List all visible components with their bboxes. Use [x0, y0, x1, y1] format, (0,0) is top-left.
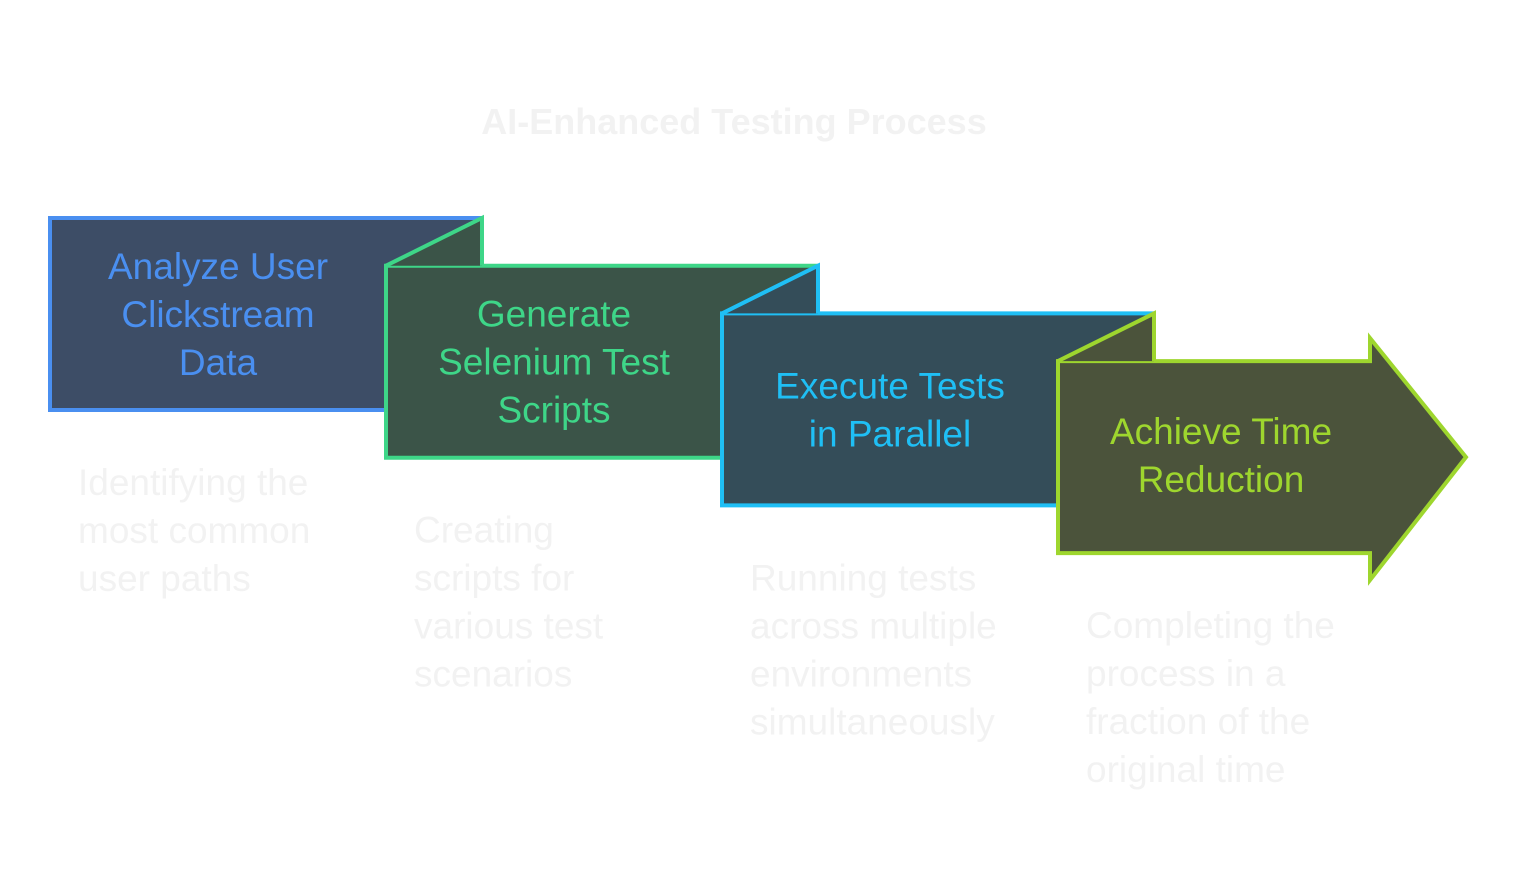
step-description-line: Identifying the — [78, 462, 308, 503]
step-description-line: Creating — [414, 510, 554, 551]
step-description: Identifying the most common user paths — [78, 462, 310, 599]
step-description-line: across multiple — [750, 605, 997, 646]
fold-flap-edge — [1057, 310, 1156, 363]
step-arrow-shape — [1056, 332, 1469, 586]
step-description-line: scenarios — [414, 654, 572, 695]
fold-flap-edge — [385, 214, 484, 268]
step-description-line: scripts for — [414, 558, 574, 599]
step-label-line: Generate — [477, 294, 631, 335]
step-description: Completing the process in a fraction of th… — [1086, 605, 1335, 790]
step-description-line: original time — [1086, 749, 1285, 790]
step-label-line: Scripts — [497, 390, 610, 431]
step-label-line: Clickstream — [121, 294, 314, 335]
step-description-line: fraction of the — [1086, 701, 1310, 742]
step-description: Creating scripts for various test scenarios — [414, 510, 604, 695]
step-label-line: Analyze User — [108, 246, 328, 287]
step-description-line: Running tests — [750, 557, 976, 598]
step-label: Execute Tests in Parallel — [775, 365, 1005, 454]
step-label-line: Achieve Time — [1110, 411, 1332, 452]
step-label-line: Reduction — [1138, 459, 1305, 500]
diagram-title: AI-Enhanced Testing Process — [481, 101, 986, 142]
step-description-line: simultaneously — [750, 701, 995, 742]
step-description-line: process in a — [1086, 653, 1286, 694]
step-description-line: user paths — [78, 558, 251, 599]
fold-flap-edge — [721, 262, 820, 316]
step-description: Running tests across multiple environments… — [750, 557, 997, 742]
step-label-line: in Parallel — [809, 413, 971, 454]
step-description-line: Completing the — [1086, 605, 1335, 646]
step-execute-parallel: Execute Tests in Parallel — [720, 262, 1156, 508]
step-description-line: environments — [750, 653, 972, 694]
step-label-line: Selenium Test — [438, 342, 670, 383]
step-description-line: various test — [414, 606, 604, 647]
step-description-line: most common — [78, 510, 310, 551]
step-label-line: Data — [179, 342, 258, 383]
step-label-line: Execute Tests — [775, 365, 1005, 406]
